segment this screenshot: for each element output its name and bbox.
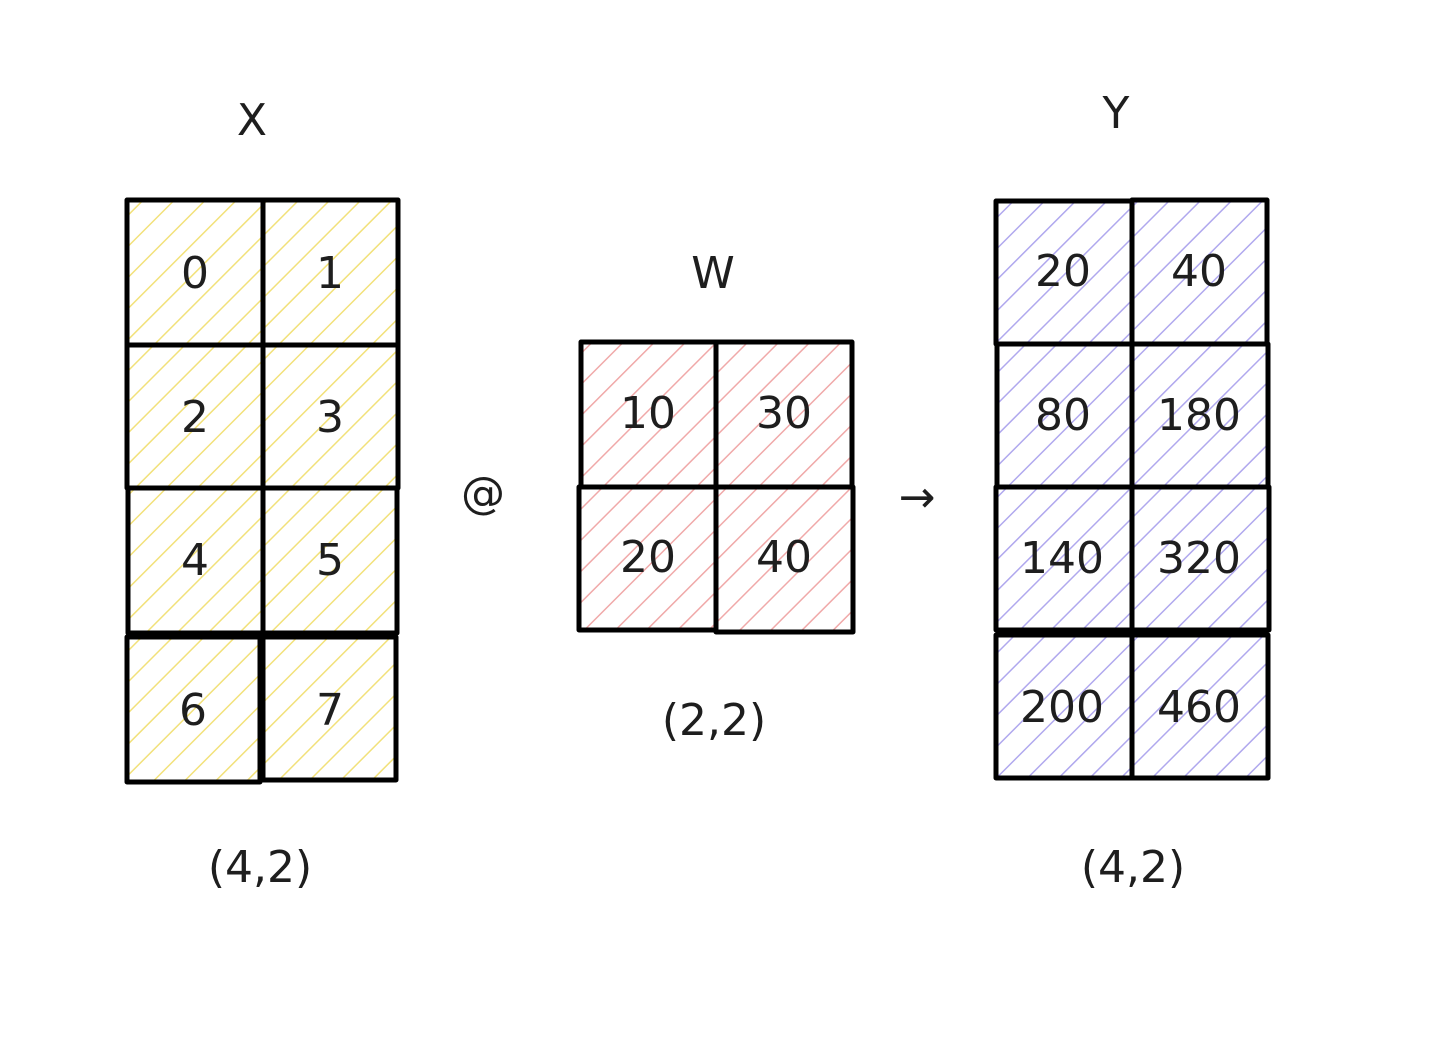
cell-value: 1: [316, 248, 344, 299]
cell-value: 40: [756, 532, 812, 583]
matrix-x-cell-3-0: 6: [124, 634, 263, 785]
matrix-y: Y 20 40 80 180 140: [993, 88, 1272, 893]
matrix-x-cells: 0 1 2 3 4 5 6: [124, 197, 401, 785]
cell-value: 320: [1157, 533, 1241, 584]
cell-value: 20: [1035, 246, 1091, 297]
matrix-x-cell-2-0: 4: [125, 485, 266, 636]
matrix-x-cell-1-1: 3: [260, 342, 401, 491]
cell-value: 0: [181, 248, 209, 299]
matrix-y-cell-1-1: 180: [1129, 341, 1271, 490]
cell-value: 2: [181, 392, 209, 443]
matrix-x-cell-2-1: 5: [260, 485, 400, 636]
matmul-operator: @: [461, 468, 505, 519]
matrix-w-cell-0-0: 10: [578, 339, 719, 490]
cell-value: 20: [620, 532, 676, 583]
matrix-y-cell-2-0: 140: [993, 484, 1135, 633]
matrix-x-shape: (4,2): [208, 842, 312, 893]
matrix-w-cell-1-1: 40: [713, 484, 856, 635]
matrix-w-name: W: [691, 248, 735, 299]
cell-value: 80: [1035, 390, 1091, 441]
matrix-y-cell-0-0: 20: [993, 198, 1135, 347]
matrix-x-name: X: [237, 95, 267, 146]
cell-value: 3: [316, 392, 344, 443]
cell-value: 30: [756, 388, 812, 439]
cell-value: 5: [316, 535, 344, 586]
matrix-y-name: Y: [1102, 88, 1130, 139]
matrix-y-cell-3-1: 460: [1129, 632, 1271, 781]
cell-value: 180: [1157, 390, 1241, 441]
matrix-x-cell-1-0: 2: [124, 342, 266, 491]
matrix-w-cell-1-0: 20: [576, 484, 719, 633]
matrix-w-cells: 10 30 20 40: [576, 339, 856, 635]
cell-value: 460: [1157, 682, 1241, 733]
matrix-x-cell-0-1: 1: [260, 197, 401, 348]
cell-value: 140: [1020, 533, 1104, 584]
matrix-y-shape: (4,2): [1081, 842, 1185, 893]
cell-value: 6: [179, 685, 207, 736]
cell-value: 4: [181, 535, 209, 586]
matrix-w: W 10 30 20 40 (2,2): [576, 248, 856, 746]
matrix-y-cell-1-0: 80: [994, 341, 1135, 490]
matrix-x-cell-0-0: 0: [124, 197, 266, 348]
matrix-x-cell-3-1: 7: [260, 634, 399, 783]
matrix-w-cell-0-1: 30: [713, 339, 855, 490]
matrix-w-shape: (2,2): [662, 695, 766, 746]
cell-value: 200: [1020, 682, 1104, 733]
matrix-y-cell-2-1: 320: [1129, 484, 1272, 633]
cell-value: 40: [1171, 246, 1227, 297]
matrix-y-cell-3-0: 200: [993, 632, 1135, 781]
cell-value: 10: [620, 388, 676, 439]
matrix-y-cell-0-1: 40: [1129, 197, 1270, 347]
matrix-y-cells: 20 40 80 180 140 320: [993, 197, 1272, 781]
matrix-x: X 0 1 2 3 4 5: [124, 95, 401, 893]
cell-value: 7: [316, 685, 344, 736]
result-arrow: →: [899, 472, 936, 523]
